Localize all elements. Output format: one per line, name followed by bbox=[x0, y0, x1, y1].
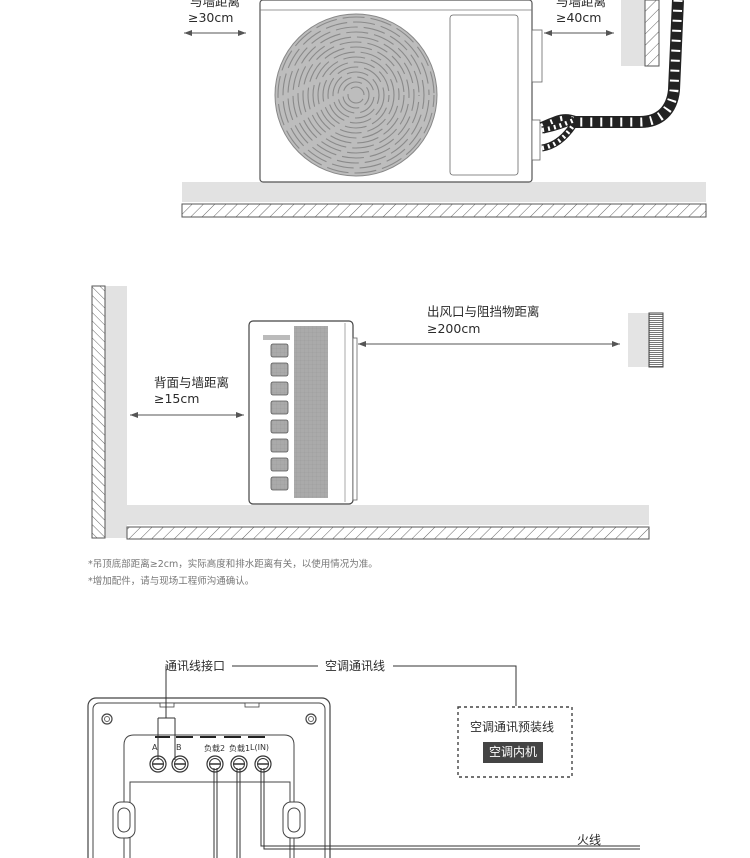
left-clearance-value: ≥30cm bbox=[188, 10, 234, 25]
fan-ring bbox=[312, 51, 400, 139]
terminal-label-b: B bbox=[176, 743, 182, 752]
note-ceiling: *吊顶底部距离≥2cm，实际高度和排水距离有关，以使用情况为准。 bbox=[88, 559, 378, 570]
note-accessories: *增加配件，请与现场工程师沟通确认。 bbox=[88, 576, 255, 587]
fan-ring bbox=[282, 21, 430, 169]
comm-port-label: 通讯线接口 bbox=[165, 659, 226, 673]
louver bbox=[270, 438, 289, 453]
louver bbox=[270, 362, 289, 377]
right-clearance-title: 与墙距离 bbox=[556, 0, 607, 9]
louver bbox=[270, 400, 289, 415]
preinstalled-box bbox=[457, 706, 573, 778]
outlet-clearance-value: ≥200cm bbox=[427, 321, 481, 336]
fan-ring bbox=[292, 31, 420, 159]
louver bbox=[270, 476, 289, 491]
terminal-label-a: A bbox=[152, 743, 158, 752]
terminal-screw bbox=[206, 755, 224, 773]
switch-back-panel bbox=[87, 697, 331, 858]
fan-ring bbox=[277, 16, 435, 174]
left-clearance-title: 与墙距离 bbox=[190, 0, 241, 9]
live-wire-label: 火线 bbox=[577, 833, 602, 847]
fan-ring bbox=[302, 41, 410, 149]
indoor-unit-label: 空调内机 bbox=[483, 742, 544, 763]
ground-slab-side bbox=[126, 505, 650, 540]
terminal-label-load1: 负载1 bbox=[229, 744, 251, 753]
back-clearance-title: 背面与墙距离 bbox=[154, 375, 230, 390]
fan-grille bbox=[274, 13, 438, 177]
ground-slab-top bbox=[181, 182, 707, 218]
fan-ring bbox=[287, 26, 425, 164]
right-wall-top bbox=[621, 0, 660, 67]
terminal-screw bbox=[149, 755, 167, 773]
fan-ring bbox=[327, 66, 385, 124]
left-wall-side bbox=[91, 285, 127, 539]
louver bbox=[270, 419, 289, 434]
ac-comm-line-label: 空调通讯线 bbox=[325, 659, 386, 673]
terminal-screw bbox=[254, 755, 272, 773]
comm-wires bbox=[157, 665, 517, 760]
fan-ring bbox=[317, 56, 395, 134]
outdoor-unit-side bbox=[248, 320, 358, 505]
obstacle bbox=[628, 312, 664, 368]
back-clearance-value: ≥15cm bbox=[154, 391, 200, 406]
preinstalled-label: 空调通讯预装线 bbox=[470, 720, 555, 734]
terminal-screw bbox=[171, 755, 189, 773]
louver bbox=[270, 381, 289, 396]
fan-ring bbox=[322, 61, 390, 129]
louver bbox=[270, 457, 289, 472]
terminal-label-load2: 负载2 bbox=[204, 744, 226, 753]
fan-ring bbox=[342, 81, 370, 109]
fan-ring bbox=[347, 86, 365, 104]
terminal-label-lin: L(IN) bbox=[250, 743, 270, 752]
outlet-clearance-title: 出风口与阻挡物距离 bbox=[427, 304, 540, 319]
fan-ring bbox=[297, 36, 415, 154]
refrigerant-pipe bbox=[539, 0, 684, 152]
fan-ring bbox=[332, 71, 380, 119]
louver bbox=[270, 343, 289, 358]
fan-ring bbox=[307, 46, 405, 144]
right-clearance-value: ≥40cm bbox=[556, 10, 602, 25]
terminal-screw bbox=[230, 755, 248, 773]
load-wires bbox=[213, 768, 640, 858]
terminal-block bbox=[149, 755, 272, 773]
